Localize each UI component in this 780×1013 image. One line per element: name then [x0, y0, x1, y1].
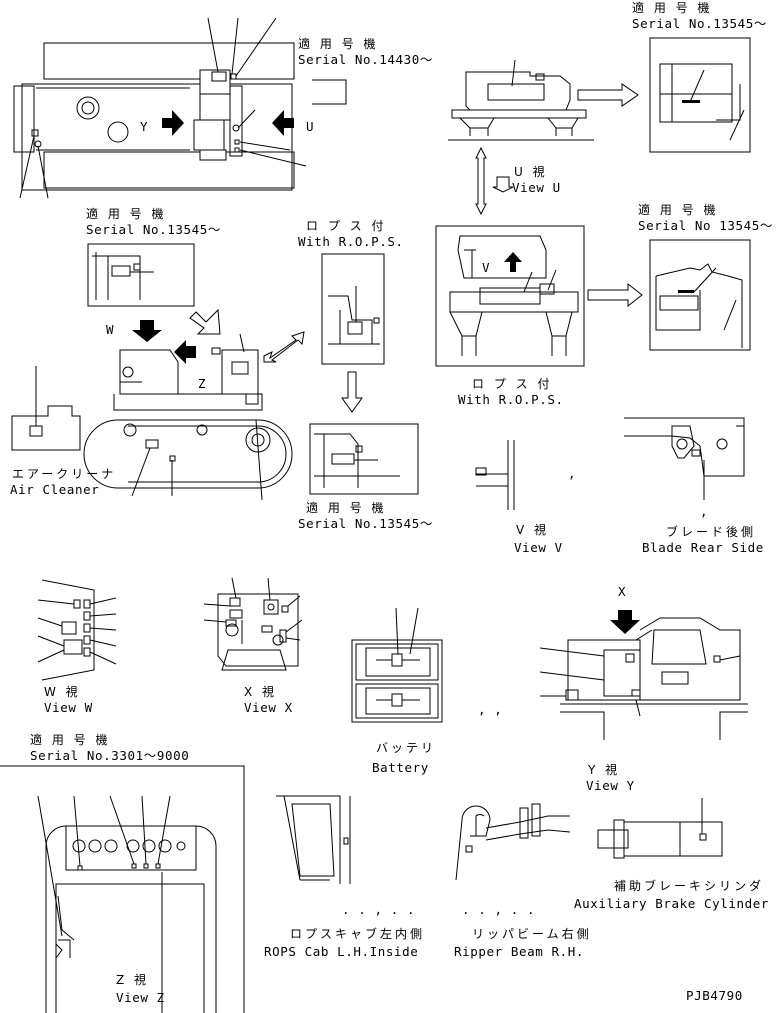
- serial-13545-left-jp: 適 用 号 機: [86, 206, 166, 221]
- serial-13545-mid-en: Serial No.13545～: [298, 516, 433, 531]
- comma-5: . . , . .: [462, 902, 535, 917]
- view-v-jp: V 視: [516, 522, 549, 537]
- view-x-jp: X 視: [244, 684, 277, 699]
- letter-v-label: V: [482, 260, 490, 275]
- ripper-en: Ripper Beam R.H.: [454, 944, 584, 959]
- view-u-jp: U 視: [514, 164, 548, 179]
- letter-w-label: W: [106, 322, 114, 337]
- rops-cab-jp: ロプスキャブ左内側: [290, 926, 425, 941]
- machine-side-view: W Z: [83, 308, 305, 501]
- serial-13545-top-jp: 適 用 号 機: [632, 0, 712, 15]
- machine-top-view: Y U 適 用 号 機 Serial No.14430～: [13, 17, 433, 199]
- comma-1: ,: [568, 466, 576, 481]
- comma-3: , ,: [478, 702, 502, 717]
- serial-14430-en: Serial No.14430～: [298, 52, 433, 67]
- letter-u-label: U: [306, 119, 314, 134]
- serial-3301-en: Serial No.3301～9000: [30, 748, 189, 763]
- serial-13545-top-en: Serial No.13545～: [632, 16, 767, 31]
- rops-jp-2: ロ プ ス 付: [472, 377, 552, 391]
- serial-13545-left-en: Serial No.13545～: [86, 222, 221, 237]
- aux-brake-jp: 補助ブレーキシリンダ: [614, 878, 764, 893]
- inset-right: 適 用 号 機 Serial No 13545～: [638, 202, 773, 351]
- view-w: W 視 View W: [37, 579, 117, 715]
- air-cleaner: エアークリーナ Air Cleaner: [10, 366, 116, 497]
- view-z-jp: Z 視: [116, 972, 149, 987]
- comma-2: ,: [700, 504, 708, 519]
- letter-x-label: X: [618, 584, 626, 599]
- view-w-en: View W: [44, 700, 93, 715]
- rops-en-1: With R.O.P.S.: [298, 234, 404, 249]
- serial-13545-right-jp: 適 用 号 機: [638, 202, 718, 217]
- view-y: X Y 視 View Y: [539, 584, 748, 793]
- battery-en: Battery: [372, 760, 429, 775]
- serial-13545-mid-jp: 適 用 号 機: [306, 500, 386, 515]
- view-v-detail: , V 視 View V: [475, 440, 576, 555]
- air-cleaner-en: Air Cleaner: [10, 482, 99, 497]
- serial-14430-jp: 適 用 号 機: [298, 36, 378, 51]
- blade-rear-side: , ブレード後側 Blade Rear Side: [624, 417, 764, 555]
- rops-cab-inside: . . , . . ロプスキャブ左内側 ROPS Cab L.H.Inside: [264, 795, 425, 959]
- ripper-beam: . . , . . リッパビーム右側 Ripper Beam R.H.: [454, 803, 592, 959]
- inset-left: 適 用 号 機 Serial No.13545～: [86, 206, 221, 307]
- serial-13545-right-en: Serial No 13545～: [638, 218, 773, 233]
- drawing-number: PJB4790: [686, 988, 743, 1003]
- blade-rear-jp: ブレード後側: [666, 524, 756, 539]
- view-u-en: View U: [512, 180, 561, 195]
- battery: バッテリ Battery , ,: [351, 607, 502, 775]
- rops-en-2: With R.O.P.S.: [458, 392, 564, 407]
- view-z-en: View Z: [116, 990, 165, 1005]
- comma-4: . . , . .: [342, 902, 415, 917]
- aux-brake-en: Auxiliary Brake Cylinder: [574, 896, 769, 911]
- aux-brake-cylinder: 補助ブレーキシリンダ Auxiliary Brake Cylinder: [574, 798, 769, 911]
- view-x-en: View X: [244, 700, 293, 715]
- view-x: X 視 View X: [203, 577, 303, 715]
- view-y-en: View Y: [586, 778, 635, 793]
- blade-rear-en: Blade Rear Side: [642, 540, 764, 555]
- view-v-en: View V: [514, 540, 563, 555]
- view-u-machine: U 視 View U: [448, 59, 639, 216]
- rops-inset: ロ プ ス 付 With R.O.P.S.: [298, 219, 404, 413]
- ripper-jp: リッパビーム右側: [472, 926, 592, 941]
- view-v-box: V ロ プ ス 付 With R.O.P.S.: [435, 225, 643, 407]
- rops-cab-en: ROPS Cab L.H.Inside: [264, 944, 418, 959]
- inset-center-lower: 適 用 号 機 Serial No.13545～: [298, 423, 433, 531]
- rops-jp-1: ロ プ ス 付: [306, 219, 386, 233]
- battery-jp: バッテリ: [376, 741, 436, 755]
- view-w-jp: W 視: [44, 684, 81, 699]
- inset-top-right: 適 用 号 機 Serial No.13545～: [632, 0, 767, 153]
- letter-y-label: Y: [140, 119, 148, 134]
- air-cleaner-jp: エアークリーナ: [12, 467, 116, 481]
- view-z: Z 視 View Z 適 用 号 機 Serial No.3301～9000: [0, 732, 245, 1013]
- view-y-jp: Y 視: [587, 762, 620, 777]
- letter-z-label: Z: [198, 376, 206, 391]
- serial-3301-jp: 適 用 号 機: [30, 732, 110, 747]
